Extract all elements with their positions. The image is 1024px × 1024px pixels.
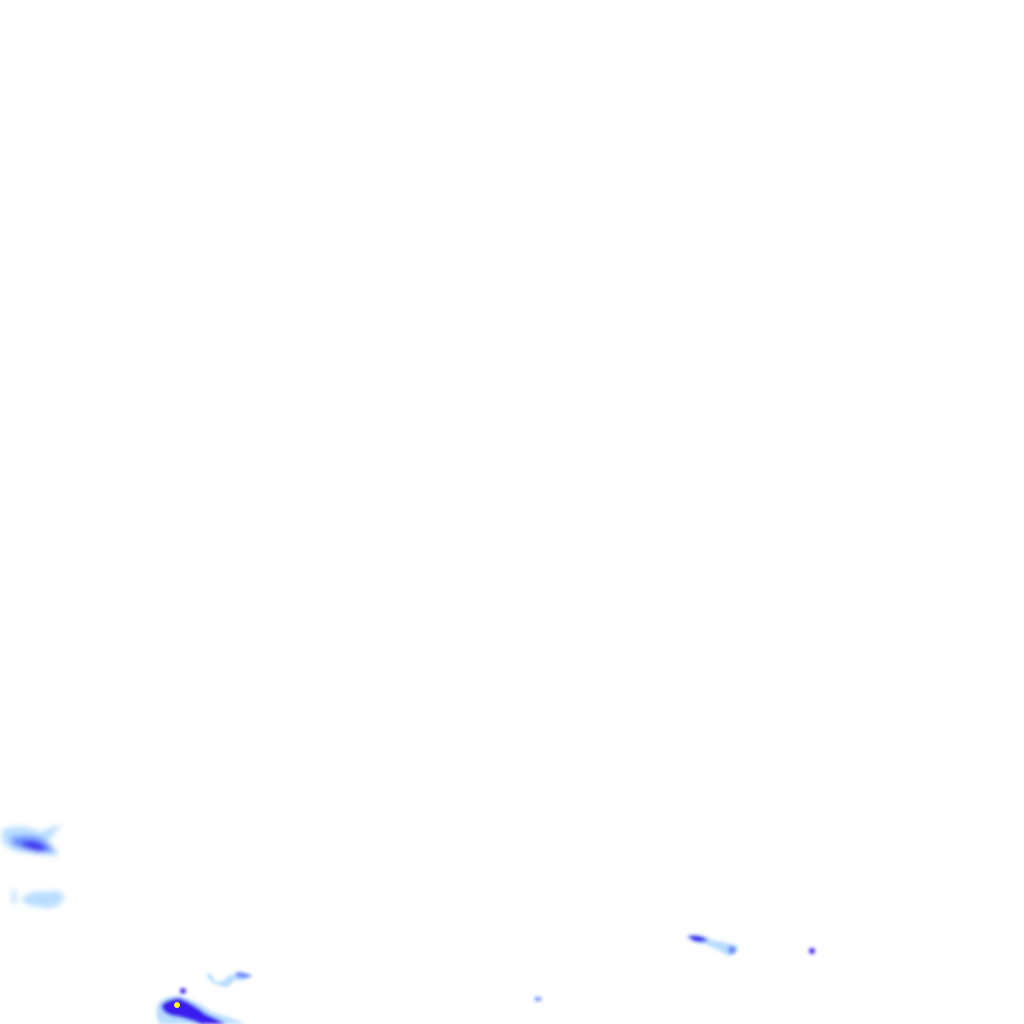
light-precip-area bbox=[22, 890, 64, 908]
medium-precip-area bbox=[534, 997, 542, 1001]
heavy-precip-area bbox=[688, 935, 708, 942]
precip-cell-west-upper bbox=[2, 824, 62, 856]
precip-cell-east bbox=[534, 934, 815, 1001]
medium-precip-area bbox=[728, 946, 736, 954]
heavy-precip-area bbox=[809, 948, 815, 954]
precip-cell-west-lower bbox=[12, 890, 64, 908]
heavy-precip-area bbox=[180, 988, 186, 994]
peak-intensity-marker bbox=[174, 1002, 180, 1008]
medium-precip-area bbox=[236, 972, 252, 978]
heavy-precip-area bbox=[22, 841, 47, 852]
light-precip-area bbox=[12, 890, 16, 904]
precip-cell-south-west bbox=[156, 972, 252, 1024]
